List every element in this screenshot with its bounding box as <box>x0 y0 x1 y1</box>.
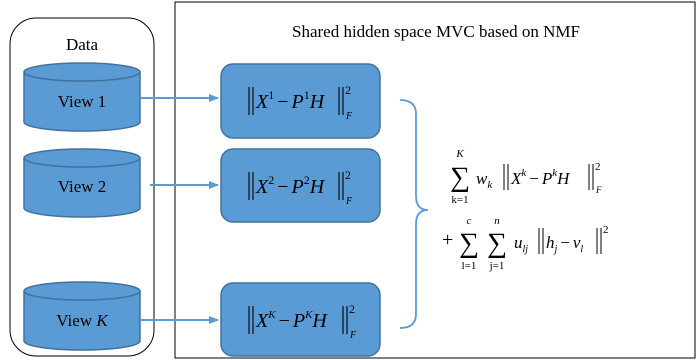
term-2-expression: X2−P2H <box>255 173 326 198</box>
sum3-upper: n <box>494 215 500 227</box>
sum2-upper: c <box>467 215 472 227</box>
objective-line-1: K ∑ k=1 wk Xk−PkH 2 F <box>450 148 602 206</box>
term-k-power: 2 <box>349 302 355 316</box>
objective-norm-expression: Xk−PkH <box>510 167 571 188</box>
sum1-upper: K <box>455 148 464 160</box>
weight-term: wk <box>476 169 493 191</box>
view-2-cylinder: View 2 <box>23 148 141 218</box>
sum3-symbol: ∑ <box>487 228 507 259</box>
objective-line-2: + c ∑ l=1 n ∑ j=1 ulj hj−vl 2 <box>442 215 609 272</box>
term-2-power: 2 <box>345 168 351 182</box>
term-box-k: XK−PKH 2 F <box>220 282 381 357</box>
view-k-label: View K <box>56 311 109 330</box>
objective-norm-sub: F <box>595 185 602 195</box>
view-1-cylinder: View 1 <box>23 62 141 132</box>
term-1-norm-sub: F <box>345 111 353 122</box>
objective-power-2: 2 <box>603 224 609 236</box>
term-k-expression: XK−PKH <box>255 309 328 332</box>
term-1-expression: X1−P1H <box>255 88 326 113</box>
sum1-lower: k=1 <box>451 194 468 206</box>
view-2-label: View 2 <box>58 177 107 196</box>
distance-expression: hj−vl <box>546 233 583 255</box>
sum3-lower: j=1 <box>489 260 505 272</box>
view-k-cylinder: View K <box>23 281 141 351</box>
sum2-symbol: ∑ <box>459 228 479 259</box>
model-panel-title: Shared hidden space MVC based on NMF <box>292 22 580 41</box>
sum1-symbol: ∑ <box>450 162 470 193</box>
term-k-norm-sub: F <box>349 330 357 341</box>
plus-sign: + <box>442 229 453 251</box>
term-box-1: X1−P1H 2 F <box>220 63 381 139</box>
term-box-2: X2−P2H 2 F <box>220 148 381 223</box>
view-1-label: View 1 <box>58 92 107 111</box>
term-1-power: 2 <box>345 83 351 97</box>
right-brace <box>399 99 429 329</box>
membership-term: ulj <box>514 233 528 255</box>
sum2-lower: l=1 <box>462 260 477 272</box>
objective-power-1: 2 <box>595 161 601 173</box>
term-2-norm-sub: F <box>345 196 353 207</box>
data-panel-title: Data <box>66 35 99 54</box>
